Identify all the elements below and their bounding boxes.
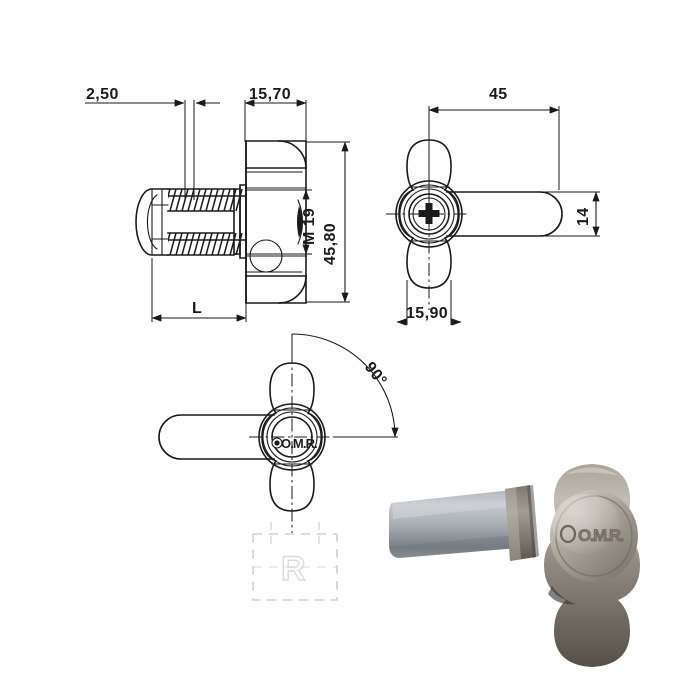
dim-thread-and-height: M 19 45,80	[246, 141, 350, 303]
dim-body-width: 15,70	[244, 86, 307, 142]
dim-rotation-angle-label: 90°	[361, 359, 390, 389]
photo-neck	[505, 485, 539, 561]
dim-body-width-label: 15,70	[249, 86, 291, 103]
dim-cam-width: 14	[545, 191, 600, 237]
dim-cam-length-label: 45	[489, 86, 508, 103]
barrel-cap-end	[135, 188, 169, 256]
photo-wing-knob: O.M.R.	[544, 464, 640, 667]
photo-omr-text: O.M.R.	[578, 526, 624, 545]
thread-hatch-top	[168, 189, 246, 211]
dim-collar-thickness: 2,50	[85, 86, 220, 200]
dim-body-height-label: 45,80	[322, 223, 339, 265]
omr-logo-text: O.M.R.	[281, 436, 317, 451]
dim-collar-thickness-label: 2,50	[86, 86, 119, 103]
photo-cam-arm	[389, 490, 518, 558]
watermark-ghost-padlock: R	[252, 522, 338, 601]
side-section-view: 2,50 15,70	[85, 86, 350, 322]
front-view: 45	[386, 86, 600, 326]
rotation-angle-arc: 90°	[291, 333, 399, 438]
body-hole-circle	[249, 239, 283, 273]
dim-knob-width-label: 15,90	[406, 305, 448, 322]
omr-logo: O.M.R.	[271, 436, 318, 451]
dim-cam-width-label: 14	[575, 207, 592, 226]
dim-barrel-length-label: L	[192, 300, 202, 317]
cam-arm	[446, 191, 563, 237]
product-photo: O.M.R.	[389, 464, 640, 667]
lock-body-outline	[245, 140, 307, 304]
dim-thread-size-label: M 19	[301, 208, 318, 245]
dim-barrel-length: L	[151, 258, 247, 322]
threaded-barrel	[167, 188, 246, 256]
dim-knob-width: 15,90	[396, 280, 462, 326]
watermark-letter: R	[281, 550, 306, 588]
thread-hatch-bottom	[168, 233, 246, 255]
photo-omr-emboss: O.M.R.	[559, 524, 625, 545]
rotation-cam-arm	[158, 414, 275, 460]
rotation-view: O.M.R. 90°	[158, 333, 399, 533]
